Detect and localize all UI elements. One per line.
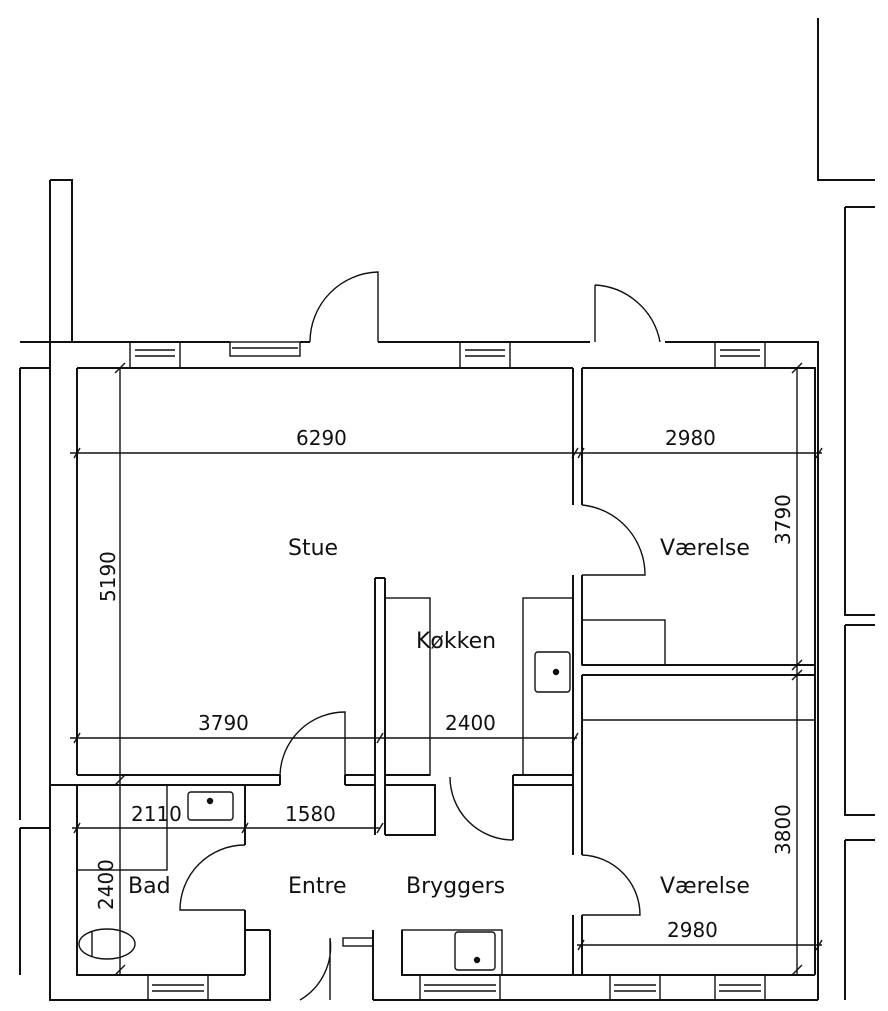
utility-sink-icon <box>454 931 496 971</box>
wardrobe <box>581 619 666 666</box>
kitchen-counter-left <box>384 597 431 776</box>
dim-bad-depth: 2400 <box>94 859 118 910</box>
dim-vaerelse-lower-depth: 3800 <box>771 804 795 855</box>
bryggers-counter <box>401 929 503 976</box>
dim-stue-width: 6290 <box>296 426 347 450</box>
fixtures <box>76 597 815 976</box>
dim-bad-width: 2110 <box>131 802 182 826</box>
room-label-bad: Bad <box>128 874 171 899</box>
dim-kokken-width: 2400 <box>445 711 496 735</box>
dimension-labels: 6290 2980 3790 5190 3790 2400 2110 1580 … <box>94 426 795 942</box>
neighbor-walls <box>19 18 875 1000</box>
kitchen-counter-right <box>522 597 574 776</box>
interior-walls <box>77 368 815 975</box>
kitchen-sink-icon <box>534 651 571 693</box>
room-label-entre: Entre <box>288 874 347 899</box>
dim-vaerelse-lower-width: 2980 <box>667 918 718 942</box>
room-label-stue: Stue <box>288 536 338 561</box>
room-label-kokken: Køkken <box>416 629 496 654</box>
room-labels: Stue Værelse Køkken Bad Entre Bryggers V… <box>128 536 750 899</box>
room-label-bryggers: Bryggers <box>406 874 505 899</box>
room-label-vaerelse-lower: Værelse <box>660 874 750 899</box>
doors <box>179 271 661 1001</box>
dimension-lines <box>70 362 823 976</box>
dim-vaerelse-upper-width: 2980 <box>665 426 716 450</box>
dim-vaerelse-upper-depth: 3790 <box>771 494 795 545</box>
bathroom-sink-icon <box>187 791 234 821</box>
toilet-icon <box>78 928 136 960</box>
dim-stue-depth: 5190 <box>96 551 120 602</box>
room-label-vaerelse-upper: Værelse <box>660 536 750 561</box>
dim-stue-lower-width: 3790 <box>198 711 249 735</box>
dim-entre-width: 1580 <box>285 802 336 826</box>
